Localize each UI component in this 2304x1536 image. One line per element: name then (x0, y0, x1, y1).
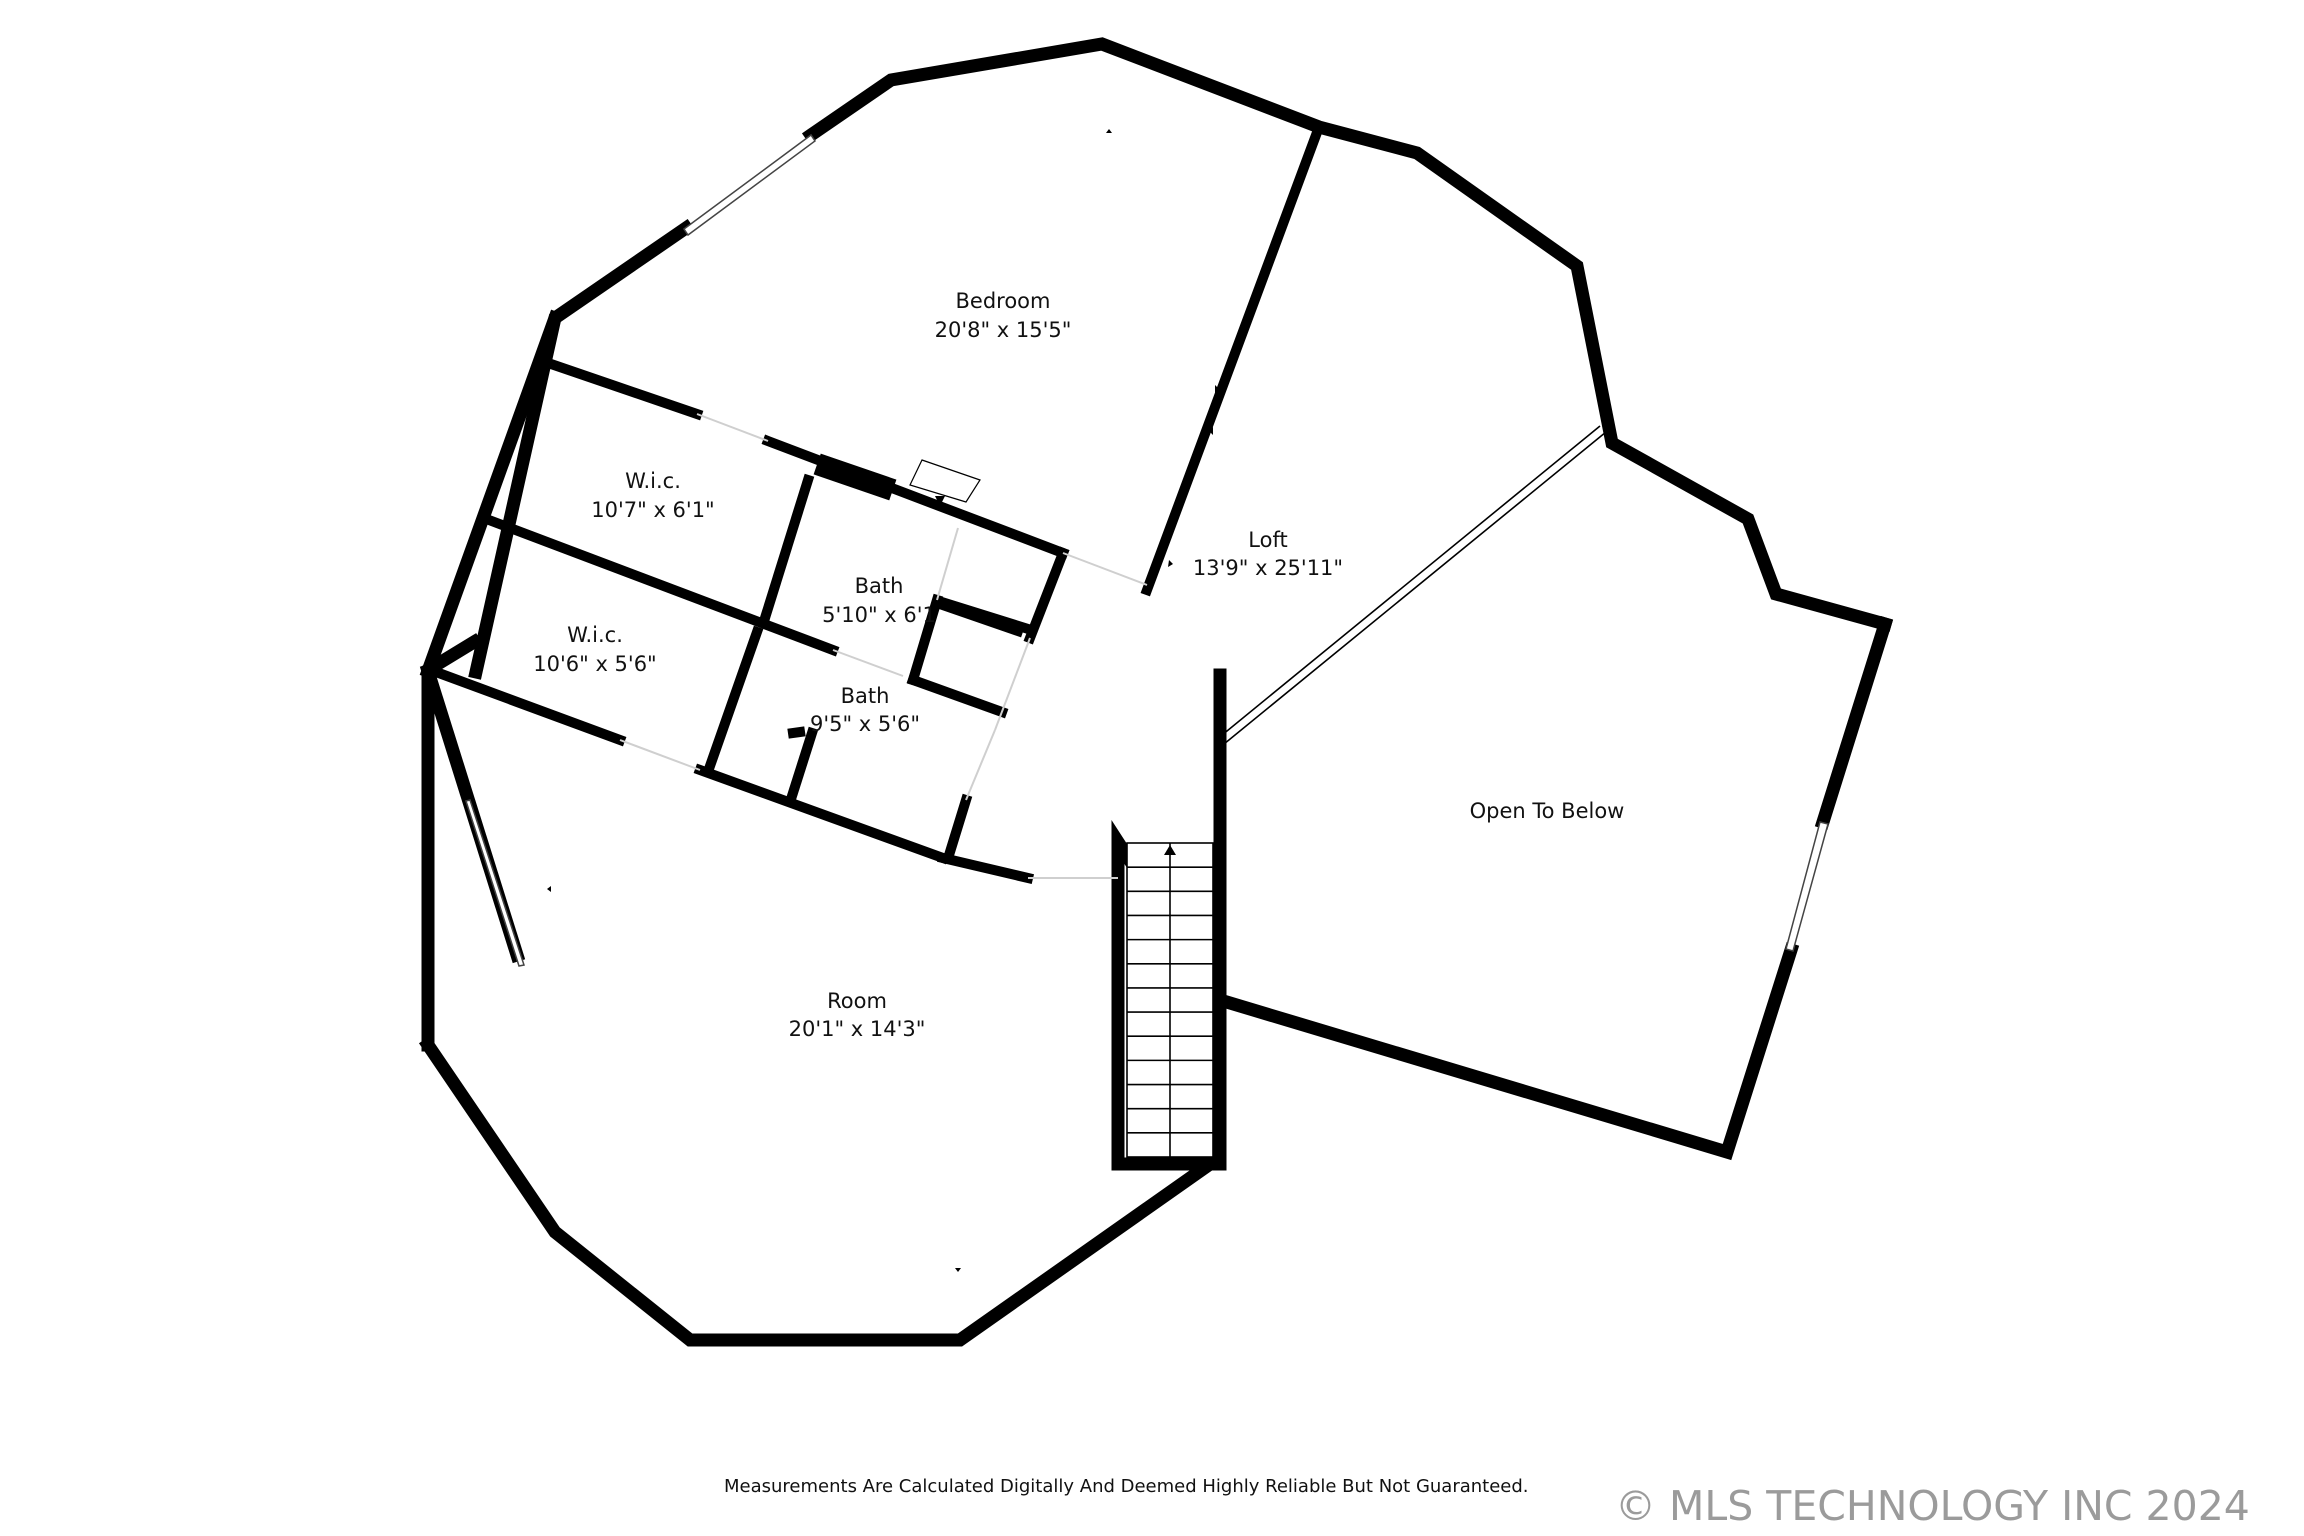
door-wic1 (696, 413, 769, 442)
stair-up-arrow (1164, 845, 1176, 855)
bath2-divider (785, 726, 819, 803)
marker (1106, 129, 1112, 133)
door-bath2-lower (965, 729, 996, 801)
bath1-right-wall (1023, 546, 1070, 645)
outer-wall-west (419, 309, 564, 680)
open-to-below-label: Open To Below (1470, 799, 1625, 823)
loft-name: Loft (1248, 528, 1287, 552)
wic2-name: W.i.c. (567, 623, 623, 647)
disclaimer-text: Measurements Are Calculated Digitally An… (724, 1476, 1529, 1497)
wic1-dims: 10'7" x 6'1" (591, 498, 714, 522)
window-east (1785, 821, 1829, 952)
bath2-right-wall (943, 793, 973, 859)
wic1-top-wall-a (544, 357, 704, 421)
interior-walls (429, 120, 1326, 1171)
bath-west-wall-lower (703, 625, 764, 773)
door-bath1-side (936, 527, 959, 601)
window-west (465, 799, 525, 967)
marker (1215, 385, 1219, 393)
marker (955, 1268, 961, 1272)
room-top-wall (936, 851, 1035, 885)
bath2-name: Bath (841, 684, 890, 708)
railing-inner (1223, 431, 1607, 1000)
hatch (909, 459, 981, 503)
loft-railing (1215, 425, 1607, 1000)
bath1-inner-left (906, 593, 944, 687)
wic1-top-wall-b (761, 434, 1070, 560)
marker (547, 886, 551, 892)
door-loft (1062, 552, 1148, 586)
wic2-room-wall-a (429, 665, 627, 747)
wall-markers (547, 129, 1219, 1272)
wic1-wic2-wall (482, 513, 840, 657)
outer-wall-top-right (801, 37, 1893, 632)
loft-dims: 13'9" x 25'11" (1193, 556, 1343, 580)
bath2-bottom-left (787, 726, 806, 739)
bedroom-name: Bedroom (956, 289, 1051, 313)
room-name: Room (827, 989, 887, 1013)
outer-wall-east (1814, 615, 1894, 831)
room-dims: 20'1" x 14'3" (789, 1017, 926, 1041)
door-bath2 (994, 637, 1031, 731)
wic1-name: W.i.c. (625, 469, 681, 493)
bath1-inner-bottom (906, 673, 1009, 719)
stairs (1126, 842, 1214, 1158)
door-bath1 (832, 649, 904, 677)
bath-west-wall (758, 473, 815, 625)
bath1-inner-mid (930, 596, 1025, 638)
railing-outer (1215, 425, 1601, 1000)
window-top (682, 133, 817, 237)
bath1-dims: 5'10" x 6'1 (822, 603, 936, 627)
bedroom-loft-wall (1140, 120, 1326, 597)
bedroom-dims: 20'8" x 15'5" (935, 318, 1072, 342)
outer-wall-north (418, 668, 1227, 1347)
marker (935, 496, 945, 506)
bath2-dims: 9'5" x 5'6" (810, 712, 920, 736)
wic2-room-wall-b (693, 763, 950, 865)
door-openings (619, 413, 1148, 879)
room-labels: Bedroom 20'8" x 15'5" Loft 13'9" x 25'11… (533, 289, 1624, 1041)
wic2-dims: 10'6" x 5'6" (533, 652, 656, 676)
windows (465, 133, 1829, 967)
bath1-name: Bath (855, 574, 904, 598)
chimney-block (813, 453, 897, 501)
outer-wall-east-lower (1211, 941, 1800, 1161)
copyright-watermark: © MLS TECHNOLOGY INC 2024 (1615, 1482, 2250, 1530)
door-wic2 (619, 739, 701, 771)
marker (1168, 560, 1173, 567)
marker (1209, 427, 1213, 435)
